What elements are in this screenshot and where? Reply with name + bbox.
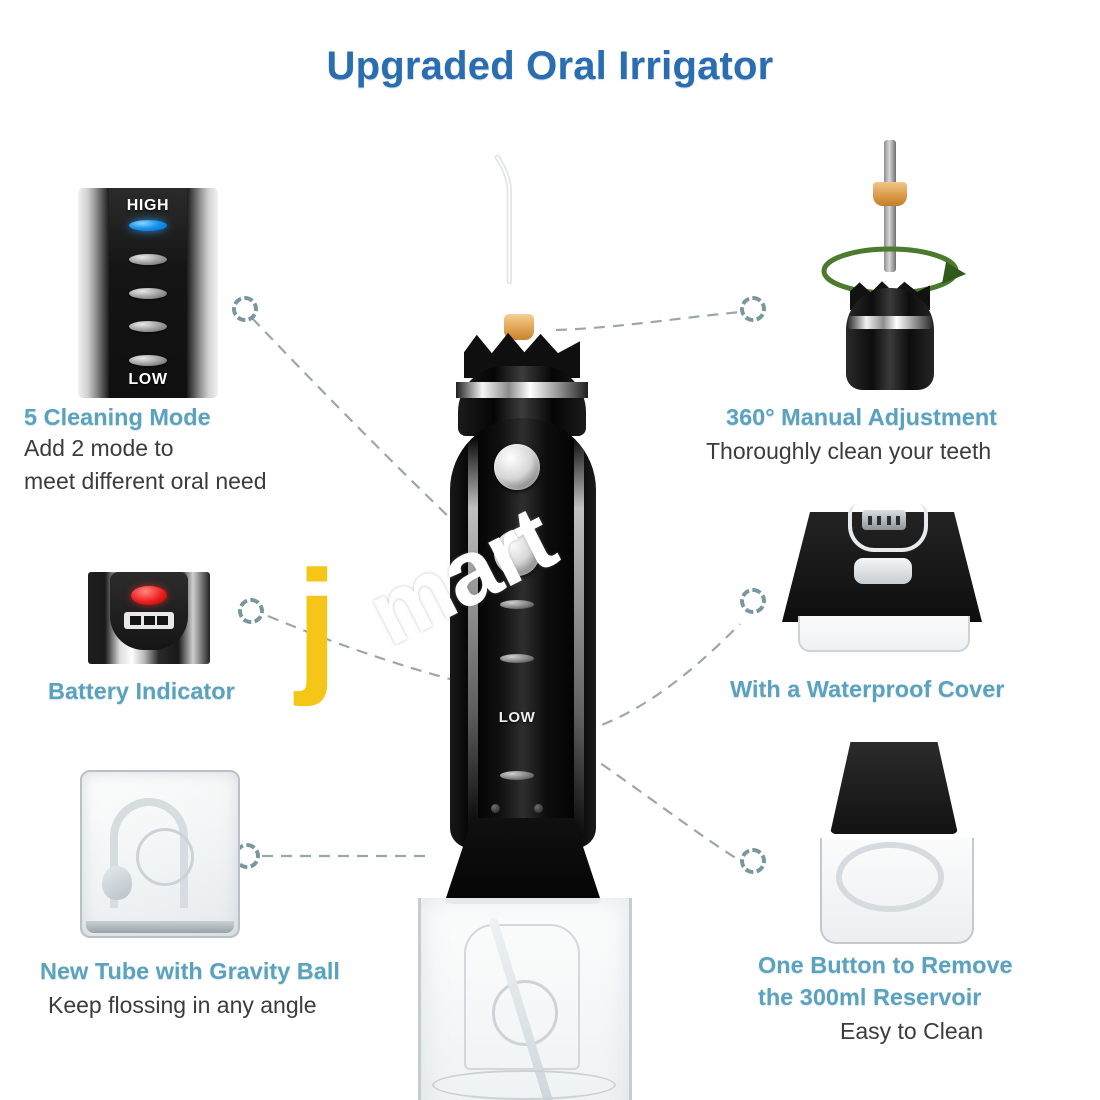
body-highlight-right [574,436,584,836]
water-jet-nozzle-icon [494,154,512,284]
reservoir-cap [830,742,958,834]
connector-360 [555,310,743,332]
remove-reservoir-art [800,742,990,944]
connector-ring-cleaning-mode [232,296,258,322]
usb-pin [867,515,872,525]
device-low-label: LOW [498,708,536,726]
device-mode-led [500,600,534,609]
mode-led-stack [109,215,187,371]
feature-sub-cleaning-mode-line2: meet different oral need [24,468,267,494]
feature-title-gravity-ball-tube: New Tube with Gravity Ball [40,958,340,984]
connector-ring-360 [740,296,766,322]
connector-remove [569,741,743,863]
feature-sub-cleaning-mode-line1: Add 2 mode to [24,435,174,461]
main-product-art: LOW [392,118,642,1100]
waterproof-cover-art [782,500,982,652]
gravity-ball-tube-art [80,770,240,938]
mode-button[interactable] [494,530,540,576]
body-highlight-left [468,436,478,836]
chrome-band-360 [848,316,932,329]
battery-indicator-art [88,572,210,664]
gravity-ball-icon [102,866,132,900]
device-head-360 [846,288,934,390]
manual-adjustment-art [800,140,980,390]
cleaning-mode-art: HIGH LOW [78,188,218,398]
mode-led-5 [128,355,167,366]
mode-led-2 [128,253,167,265]
power-button[interactable] [494,444,540,490]
connector-ring-remove [740,848,766,874]
mode-led-3 [128,287,167,299]
waterproof-flap-icon [854,558,912,584]
mode-led-4 [128,321,167,333]
tube-base [86,921,234,933]
connector-cleaning-mode [251,317,453,521]
charge-dot [534,804,543,813]
usb-pin [896,515,901,525]
connector-ring-battery [238,598,264,624]
battery-segment [143,616,155,625]
feature-title-cleaning-mode: 5 Cleaning Mode [24,404,211,430]
feature-title-battery-indicator: Battery Indicator [48,678,235,704]
battery-segments-icon [124,612,174,629]
page-title: Upgraded Oral Irrigator [326,44,774,88]
mode-high-label: HIGH [126,197,170,214]
feature-sub-remove-reservoir: Easy to Clean [840,1018,984,1044]
device-mode-led [500,654,534,664]
feature-title-remove-reservoir-line2: the 300ml Reservoir [758,984,982,1010]
reservoir-floor [432,1070,616,1100]
usb-pin [877,515,882,525]
charge-dot [491,804,500,813]
cover-tank-top [798,616,970,652]
mode-low-label: LOW [128,371,168,388]
nozzle-collar-icon [873,182,907,206]
reservoir-inner-ring [492,980,558,1046]
usb-surround [848,504,928,552]
connector-ring-cover [740,588,766,614]
tube-inner-ring [136,828,194,886]
device-mode-led [500,770,534,780]
battery-red-lamp-icon [131,586,167,605]
battery-segment [157,616,169,625]
reservoir-hose [836,842,944,912]
device-neck [444,818,602,904]
battery-cup [110,572,188,650]
feature-title-manual-adjustment: 360° Manual Adjustment [726,404,997,430]
feature-title-remove-reservoir-line1: One Button to Remove [758,952,1013,978]
device-chrome-band [456,382,588,398]
charge-indicator-dots [491,804,543,813]
feature-sub-gravity-ball-tube: Keep flossing in any angle [48,992,317,1018]
battery-segment [129,616,141,625]
mode-led-1 [128,220,167,231]
usb-pin [886,515,891,525]
reservoir-inner-plate [464,924,580,1070]
feature-title-waterproof-cover: With a Waterproof Cover [730,676,1005,702]
usb-port-icon [862,510,906,530]
feature-sub-manual-adjustment: Thoroughly clean your teeth [706,438,992,464]
nozzle-rod [884,140,896,272]
device-mode-stack: LOW [486,594,548,786]
